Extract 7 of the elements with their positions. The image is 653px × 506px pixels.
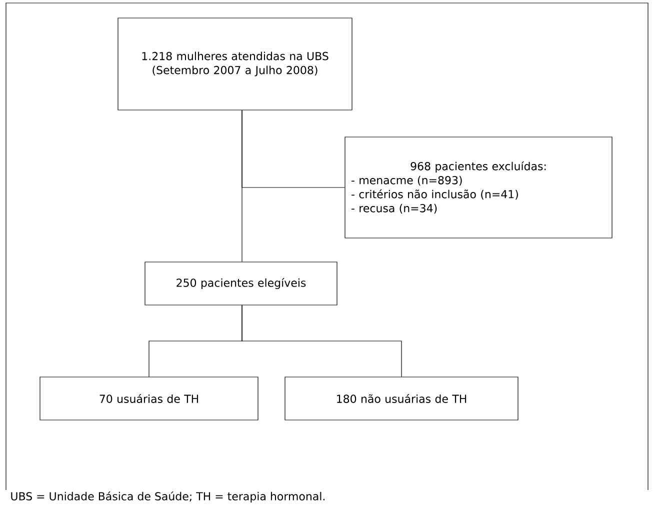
flow-box: 1.218 mulheres atendidas na UBS (Setembro 2007 a Julho 2008) [118, 18, 352, 110]
connector-line [242, 305, 402, 377]
flow-box: 250 pacientes elegíveis [144, 262, 338, 306]
flow-box: 968 pacientes excluídas: - menacme (n=893) - critérios não inclusão (n=41) - recusa (n=34) [344, 136, 612, 238]
caption: UBS = Unidade Básica de Saúde; TH = terapia hormonal. [11, 491, 325, 503]
flow-box: 180 não usuárias de TH [284, 376, 518, 420]
flow-box: 70 usuárias de TH [40, 376, 258, 420]
